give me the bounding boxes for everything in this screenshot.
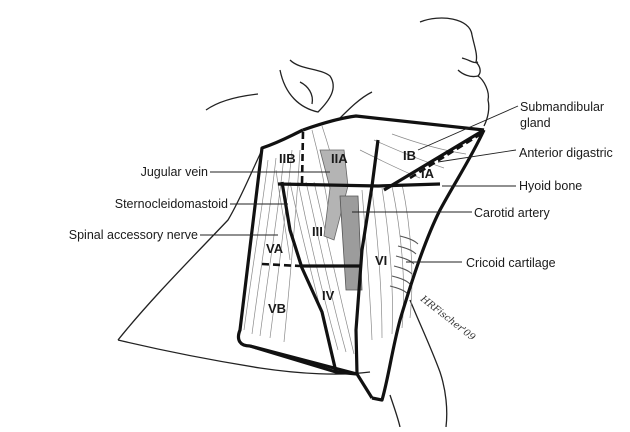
sternocleidomastoid-back <box>280 181 338 373</box>
label-anterior-digastric: Anterior digastric <box>519 146 613 160</box>
hyoid-line <box>277 182 441 188</box>
level-VI-label: VI <box>375 253 387 268</box>
level-VB-label: VB <box>268 301 286 316</box>
head-outline <box>205 17 490 127</box>
trachea-rings <box>389 235 419 295</box>
jugular-vein-shape <box>319 149 349 241</box>
level-boundaries <box>236 114 486 402</box>
leader-lines <box>200 105 519 263</box>
level-IV-label: IV <box>322 288 335 303</box>
label-carotid-artery: Carotid artery <box>474 206 550 220</box>
label-submandibular-gland-line1: Submandibular <box>520 100 604 114</box>
level-IIA-label: IIA <box>331 151 348 166</box>
leader-anterior-digastric <box>437 149 517 163</box>
outer-bottom <box>249 344 374 399</box>
anterior-boundary <box>371 129 486 402</box>
leader-submandibular-gland <box>417 105 519 151</box>
label-sternocleidomastoid: Sternocleidomastoid <box>115 197 228 211</box>
shoulder-outline <box>117 149 448 428</box>
vessels <box>319 149 363 291</box>
sternocleidomastoid-front <box>354 139 380 375</box>
level-labels: IIB IIA IB IA III VA VI IV VB <box>266 148 435 316</box>
upper-boundary <box>302 114 485 132</box>
level-IIB-label: IIB <box>279 151 296 166</box>
label-jugular-vein: Jugular vein <box>141 165 208 179</box>
anatomy-labels: Submandibular gland Anterior digastric H… <box>69 100 613 270</box>
label-cricoid-cartilage: Cricoid cartilage <box>466 256 556 270</box>
label-hyoid-bone: Hyoid bone <box>519 179 582 193</box>
label-submandibular-gland-line2: gland <box>520 116 551 130</box>
VA-VB-divider <box>261 262 301 268</box>
level-III-label: III <box>312 224 323 239</box>
level-I-anterior <box>383 128 485 192</box>
artist-signature: HRFischer'09 <box>417 293 477 343</box>
IIA-IIB-divider <box>300 131 305 185</box>
outer-posterior-boundary <box>236 128 358 376</box>
level-IB-label: IB <box>403 148 416 163</box>
label-spinal-accessory-nerve: Spinal accessory nerve <box>69 228 198 242</box>
dashed-boundaries <box>261 130 485 268</box>
level-IA-label: IA <box>421 166 435 181</box>
level-VA-label: VA <box>266 241 284 256</box>
IA-IB-divider <box>409 130 485 180</box>
